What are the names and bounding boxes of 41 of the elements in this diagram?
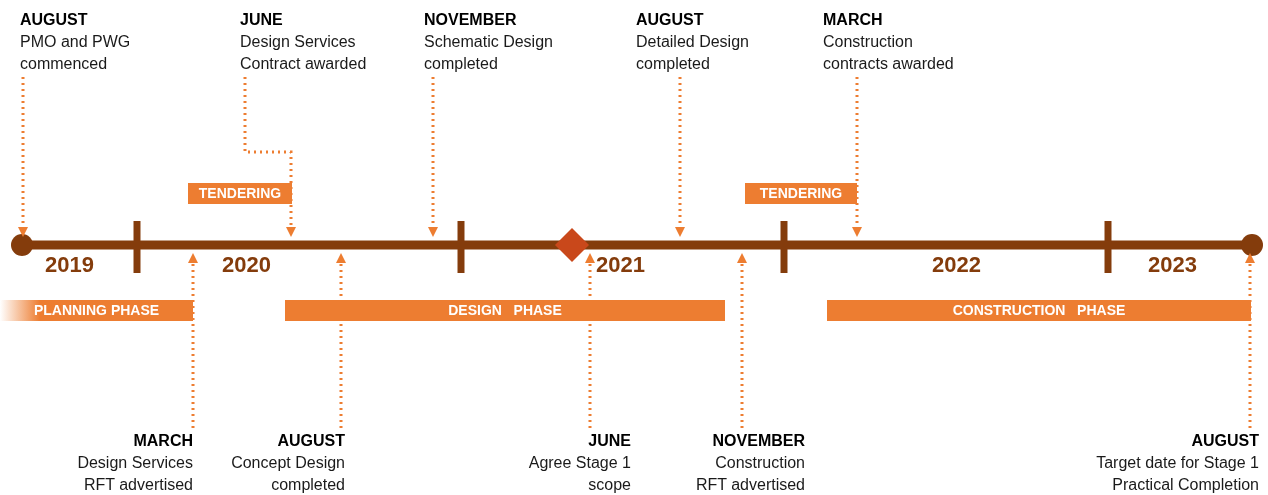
leader-arrow xyxy=(852,77,862,237)
year-label: 2019 xyxy=(45,252,94,278)
tendering-bar: TENDERING xyxy=(188,183,292,204)
milestone-month: NOVEMBER xyxy=(424,10,518,30)
year-label: 2023 xyxy=(1148,252,1197,278)
leader-arrow xyxy=(188,253,198,428)
milestone-description: Concept Design completed xyxy=(230,453,345,495)
milestone-description: Schematic Design completed xyxy=(424,32,554,74)
year-label: 2021 xyxy=(596,252,645,278)
leader-arrow xyxy=(243,77,296,237)
leader-arrow xyxy=(585,253,595,428)
milestone-month: MARCH xyxy=(132,431,193,451)
milestone-description: Design Services Contract awarded xyxy=(240,32,368,74)
year-label: 2022 xyxy=(932,252,981,278)
timeline-axis xyxy=(11,234,1263,256)
milestone-description: Design Services RFT advertised xyxy=(76,453,193,495)
phase-bar: PLANNING PHASE xyxy=(0,300,193,321)
milestone-month: AUGUST xyxy=(20,10,89,30)
leader-arrow xyxy=(737,253,747,428)
leader-arrow xyxy=(675,77,685,237)
milestone-month: AUGUST xyxy=(276,431,345,451)
leader-arrow xyxy=(336,253,346,428)
milestone-description: Target date for Stage 1 Practical Completion xyxy=(1095,453,1259,495)
milestone-description: Construction contracts awarded xyxy=(823,32,955,74)
milestone-description: Detailed Design completed xyxy=(636,32,750,74)
milestone-description: Construction RFT advertised xyxy=(694,453,805,495)
year-label: 2020 xyxy=(222,252,271,278)
tendering-bar: TENDERING xyxy=(745,183,857,204)
milestone-month: JUNE xyxy=(587,431,631,451)
leader-arrow xyxy=(428,77,438,237)
milestone-month: NOVEMBER xyxy=(711,431,805,451)
milestone-month: JUNE xyxy=(240,10,284,30)
phase-bar: DESIGN PHASE xyxy=(285,300,725,321)
milestone-description: Agree Stage 1 scope xyxy=(527,453,631,495)
leader-arrow xyxy=(1245,253,1255,428)
milestone-description: PMO and PWG commenced xyxy=(20,32,132,74)
phase-bar: CONSTRUCTION PHASE xyxy=(827,300,1251,321)
milestone-month: AUGUST xyxy=(636,10,705,30)
milestone-month: AUGUST xyxy=(1190,431,1259,451)
leader-arrow xyxy=(18,77,28,237)
milestone-month: MARCH xyxy=(823,10,884,30)
